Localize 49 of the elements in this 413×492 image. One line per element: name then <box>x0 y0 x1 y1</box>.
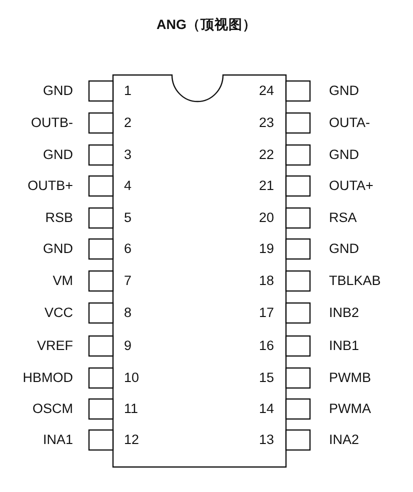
pin-number: 4 <box>124 178 132 194</box>
pin-number: 5 <box>124 210 132 226</box>
pin-number: 10 <box>124 370 140 386</box>
pin-name: GND <box>329 241 359 257</box>
pin-number: 14 <box>258 401 274 417</box>
pin-number: 8 <box>124 305 132 321</box>
pin-name: HBMOD <box>22 370 73 386</box>
pin-name: OUTA+ <box>329 178 374 194</box>
pin-name: GND <box>43 147 73 163</box>
pin-name: GND <box>329 147 359 163</box>
pin-name: OUTB+ <box>28 178 73 194</box>
pin-name: GND <box>43 241 73 257</box>
pin-name: VCC <box>44 305 73 321</box>
pin-name: GND <box>43 83 73 99</box>
pin-number: 19 <box>258 241 274 257</box>
pin-number: 16 <box>258 338 274 354</box>
pin-name: GND <box>329 83 359 99</box>
title: ANG（顶视图） <box>156 16 258 34</box>
pin-name: PWMB <box>329 370 371 386</box>
pin-name: VREF <box>36 338 73 354</box>
pin-number: 24 <box>258 83 274 99</box>
pin-number: 23 <box>258 115 274 131</box>
pin-name: INB2 <box>329 305 360 321</box>
pin-name: OUTB- <box>31 115 73 131</box>
pin-name: INB1 <box>329 338 360 354</box>
pin-name: OSCM <box>32 401 73 417</box>
pin-number: 21 <box>258 178 274 194</box>
pin-number: 12 <box>124 432 140 448</box>
pin-number: 13 <box>258 432 274 448</box>
pin-number: 17 <box>258 305 274 321</box>
pin-number: 7 <box>124 273 132 289</box>
pin-number: 22 <box>258 147 274 163</box>
pin-number: 11 <box>124 401 138 417</box>
pin-name: VM <box>52 273 73 289</box>
pin-number: 15 <box>258 370 274 386</box>
pin-name: RSA <box>329 210 357 226</box>
pin-number: 2 <box>124 115 132 131</box>
pin-name: TBLKAB <box>329 273 381 289</box>
pin-name: PWMA <box>329 401 371 417</box>
pin-number: 6 <box>124 241 132 257</box>
pin-number: 18 <box>258 273 274 289</box>
pin-number: 20 <box>258 210 274 226</box>
pin-name: OUTA- <box>329 115 370 131</box>
pin-number: 9 <box>124 338 132 354</box>
pin-name: RSB <box>45 210 73 226</box>
pin-number: 3 <box>124 147 132 163</box>
pin-name: INA2 <box>329 432 360 448</box>
pin-number: 1 <box>124 83 132 99</box>
pin-name: INA1 <box>42 432 73 448</box>
